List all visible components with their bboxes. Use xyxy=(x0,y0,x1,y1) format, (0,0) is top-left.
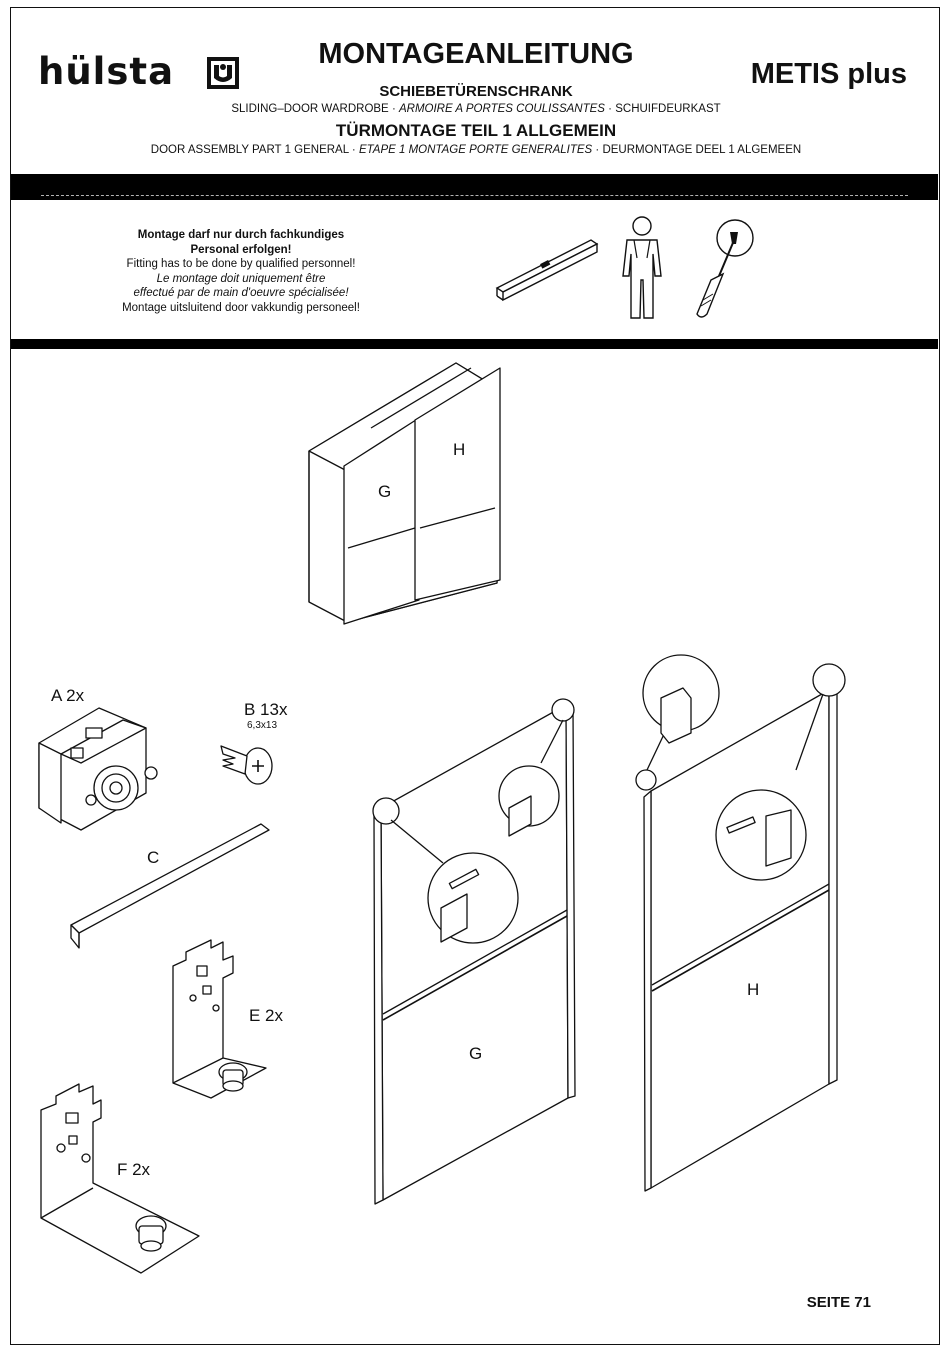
door-g-label: G xyxy=(469,1044,483,1063)
section-fr: ETAPE 1 MONTAGE PORTE GENERALITES xyxy=(358,144,593,156)
screwdriver-icon xyxy=(696,219,754,318)
subtitle-nl: SCHUIFDEURKAST xyxy=(615,103,721,115)
door-h-label: H xyxy=(747,980,760,999)
door-g-illustration xyxy=(372,698,576,1205)
notice-nl: Montage uitsluitend door vakkundig perso… xyxy=(122,301,360,314)
wardrobe-illustration xyxy=(308,362,501,625)
divider-band-top xyxy=(11,174,938,200)
page-number: SEITE 71 xyxy=(806,1294,871,1311)
assembly-illustration xyxy=(38,362,846,1274)
part-e-label: E 2x xyxy=(249,1006,284,1025)
qualified-personnel-notice: Montage darf nur durch fachkundiges Pers… xyxy=(11,228,471,316)
subtitle-fr: ARMOIRE A PORTES COULISSANTES xyxy=(398,103,605,115)
section-translations: DOOR ASSEMBLY PART 1 GENERAL · ETAPE 1 M… xyxy=(11,144,941,156)
separator: · xyxy=(351,144,356,156)
notice-de-2: Personal erfolgen! xyxy=(190,243,292,256)
subtitle-en: SLIDING–DOOR WARDROBE xyxy=(231,103,389,115)
part-c-label: C xyxy=(147,848,160,867)
page-subtitle: SCHIEBETÜRENSCHRANK xyxy=(379,83,573,100)
section-title: TÜRMONTAGE TEIL 1 ALLGEMEIN xyxy=(335,121,617,140)
part-a-roller-carriage xyxy=(38,707,158,831)
subtitle-translations: SLIDING–DOOR WARDROBE · ARMOIRE A PORTES… xyxy=(11,103,941,115)
notice-fr-1: Le montage doit uniquement être xyxy=(156,272,326,285)
spirit-level-icon xyxy=(495,239,599,302)
notice-fr-2: effectué par de main d'oeuvre spécialisé… xyxy=(133,287,349,300)
separator: · xyxy=(608,103,613,115)
wardrobe-door-h-label: H xyxy=(453,440,466,459)
section-nl: DEURMONTAGE DEEL 1 ALGEMEEN xyxy=(602,144,802,156)
page-title: MONTAGEANLEITUNG xyxy=(318,38,634,70)
part-b-label: B 13x xyxy=(244,700,288,719)
brand-mark-icon xyxy=(207,57,239,89)
section-en: DOOR ASSEMBLY PART 1 GENERAL xyxy=(150,144,349,156)
worker-icon xyxy=(622,216,662,319)
notice-de-1: Montage darf nur durch fachkundiges xyxy=(137,229,345,241)
product-name: METIS plus xyxy=(750,58,907,90)
instruction-page: hülsta MONTAGEANLEITUNG SCHIEBETÜRENSCHR… xyxy=(10,7,940,1345)
part-e-bracket xyxy=(172,939,267,1099)
brand-logo: hülsta xyxy=(38,50,175,93)
part-f-label: F 2x xyxy=(117,1160,151,1179)
wardrobe-door-g-label: G xyxy=(378,482,392,501)
divider-band-bottom xyxy=(11,339,938,349)
separator: · xyxy=(595,144,600,156)
notice-en: Fitting has to be done by qualified pers… xyxy=(126,258,356,271)
part-c-strip xyxy=(70,823,270,949)
part-a-label: A 2x xyxy=(51,686,85,705)
part-f-bracket xyxy=(40,1083,200,1274)
part-b-screw xyxy=(220,745,273,785)
part-b-size: 6,3x13 xyxy=(247,720,278,731)
separator: · xyxy=(391,103,396,115)
door-h-illustration xyxy=(635,654,846,1192)
